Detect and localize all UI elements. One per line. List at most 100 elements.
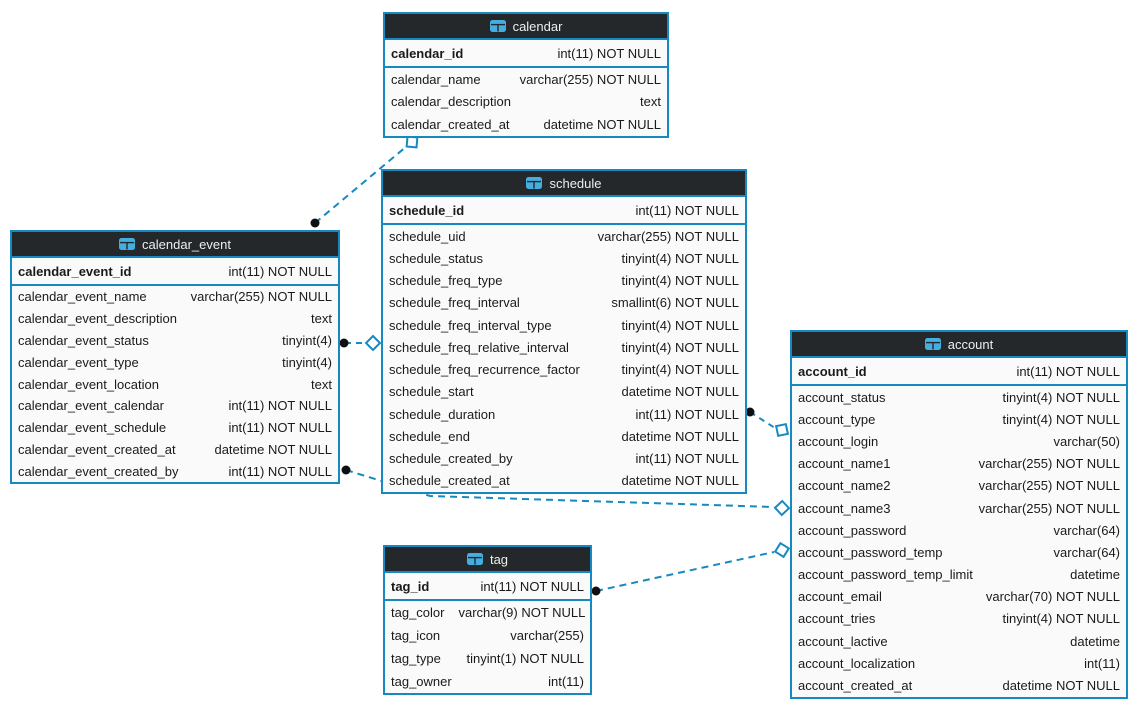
column-name: account_localization — [798, 655, 916, 671]
column-type: int(11) NOT NULL — [228, 398, 332, 414]
primary-key-row[interactable]: schedule_id int(11) NOT NULL — [383, 197, 745, 225]
primary-key-row[interactable]: tag_id int(11) NOT NULL — [385, 573, 590, 601]
column-row[interactable]: account_password varchar(64) — [792, 519, 1126, 542]
column-type: varchar(255) NOT NULL — [978, 478, 1120, 494]
table-header[interactable]: account — [792, 332, 1126, 358]
cardinality-dot — [339, 338, 349, 348]
column-row[interactable]: schedule_created_by int(11) NOT NULL — [383, 447, 745, 470]
column-name: schedule_freq_relative_interval — [389, 339, 569, 355]
column-name: calendar_event_id — [18, 263, 132, 279]
table-title: schedule — [549, 175, 602, 191]
relationship-calendar_event-schedule[interactable] — [339, 334, 382, 352]
column-type: int(11) NOT NULL — [635, 451, 739, 467]
column-type: int(11) NOT NULL — [480, 578, 584, 594]
column-type: int(11) NOT NULL — [228, 263, 332, 279]
relationship-calendar_event-account[interactable] — [341, 465, 791, 517]
column-type: varchar(255) NOT NULL — [597, 228, 739, 244]
column-name: calendar_event_status — [18, 332, 149, 348]
table-schedule[interactable]: schedule schedule_id int(11) NOT NULL sc… — [381, 169, 747, 494]
relationship-line — [345, 469, 775, 508]
relationship-line — [314, 145, 408, 224]
cardinality-dot — [745, 407, 755, 417]
column-name: tag_id — [391, 578, 430, 594]
column-name: schedule_created_by — [389, 451, 513, 467]
column-name: calendar_event_created_at — [18, 441, 176, 457]
relationship-tag-account[interactable] — [591, 541, 791, 596]
column-type: varchar(70) NOT NULL — [985, 589, 1120, 605]
table-header[interactable]: tag — [385, 547, 590, 573]
column-name: schedule_start — [389, 384, 474, 400]
column-type: datetime NOT NULL — [543, 116, 661, 132]
column-name: account_status — [798, 389, 886, 405]
relationship-schedule-account[interactable] — [745, 407, 792, 440]
column-type: tinyint(4) NOT NULL — [621, 317, 739, 333]
column-name: account_name3 — [798, 500, 891, 516]
column-type: varchar(64) — [1053, 522, 1120, 538]
primary-key-row[interactable]: calendar_id int(11) NOT NULL — [385, 40, 667, 68]
column-type: int(11) NOT NULL — [1016, 363, 1120, 379]
column-name: schedule_freq_recurrence_factor — [389, 362, 580, 378]
table-calendar[interactable]: calendar calendar_id int(11) NOT NULL ca… — [383, 12, 669, 138]
column-name: schedule_duration — [389, 406, 496, 422]
table-account[interactable]: account account_id int(11) NOT NULL acco… — [790, 330, 1128, 699]
column-type: datetime NOT NULL — [1002, 678, 1120, 694]
column-name: tag_type — [391, 651, 441, 666]
table-calendar-event[interactable]: calendar_event calendar_event_id int(11)… — [10, 230, 340, 485]
column-name: account_lactive — [798, 633, 888, 649]
primary-key-row[interactable]: calendar_event_id int(11) NOT NULL — [12, 258, 338, 286]
primary-key-row[interactable]: account_id int(11) NOT NULL — [792, 358, 1126, 386]
column-type: varchar(50) — [1053, 433, 1120, 449]
table-header[interactable]: calendar_event — [12, 232, 338, 258]
table-header[interactable]: schedule — [383, 171, 745, 197]
table-title: tag — [489, 551, 509, 567]
table-header[interactable]: calendar — [385, 14, 667, 40]
table-title: calendar_event — [142, 236, 231, 252]
column-type: text — [311, 376, 332, 392]
cardinality-dot — [341, 465, 351, 475]
column-name: account_password — [798, 522, 907, 538]
column-type: int(11) NOT NULL — [228, 463, 332, 479]
